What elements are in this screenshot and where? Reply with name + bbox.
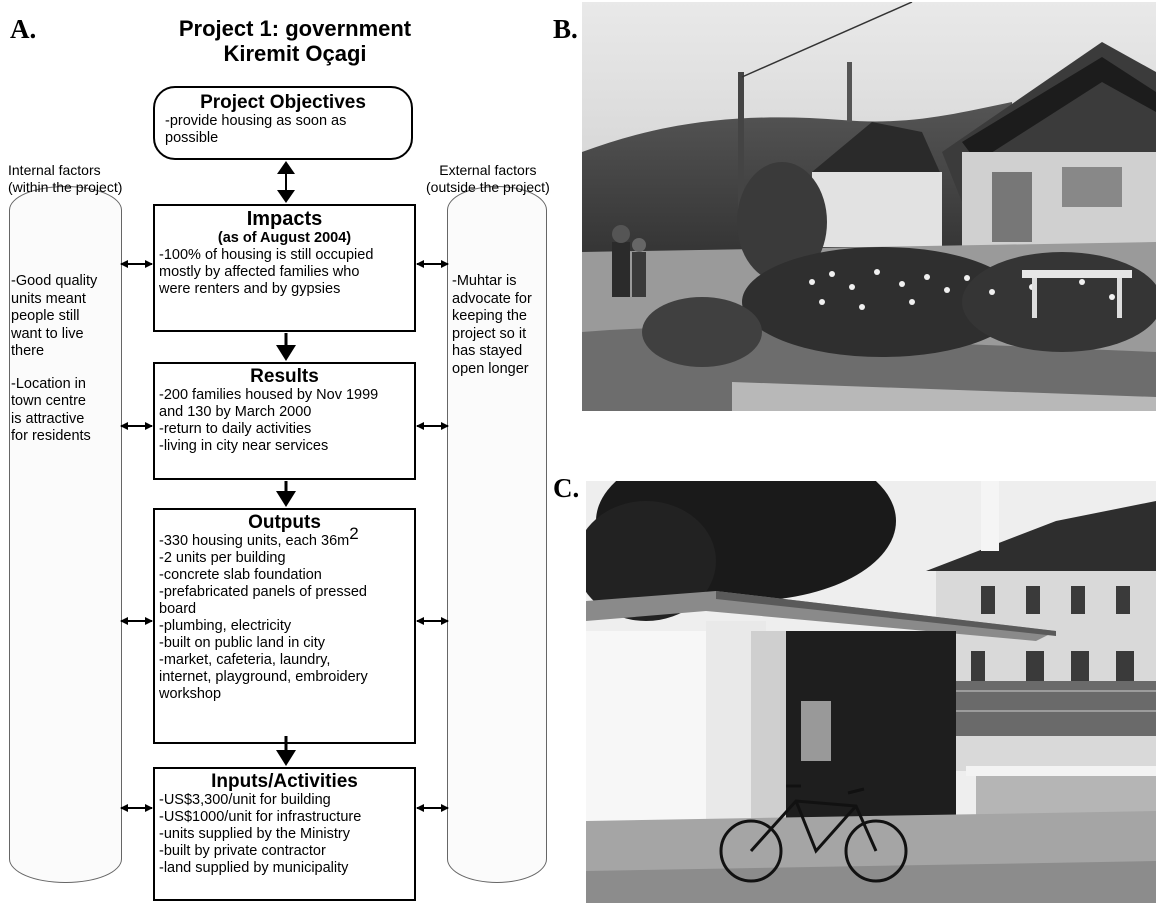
down-arrow-impacts-results xyxy=(276,333,296,361)
text-line: -100% of housing is still occupied xyxy=(159,247,374,263)
project-objectives-box: Project Objectives -provide housing as s… xyxy=(153,86,413,160)
text-line: and 130 by March 2000 xyxy=(159,404,312,420)
text-line: -330 housing units, each 36m2 xyxy=(159,525,410,550)
text-line: keeping the xyxy=(452,308,527,324)
text-line: -built by private contractor xyxy=(159,843,326,859)
text-line: -Good quality xyxy=(11,273,98,289)
text-line: units meant xyxy=(11,290,86,307)
objectives-heading: Project Objectives xyxy=(200,92,366,113)
panel-label-c: C. xyxy=(553,473,580,503)
impacts-heading: Impacts xyxy=(246,208,323,230)
inputs-activities-box: Inputs/Activities -US$3,300/unit for bui… xyxy=(153,767,416,901)
text-line: town centre xyxy=(11,393,86,409)
internal-factors-text: -Good quality units meant people still w… xyxy=(11,273,97,461)
text-line: possible xyxy=(165,130,219,146)
text-line: project so it xyxy=(452,325,527,342)
down-arrow-outputs-inputs xyxy=(276,736,296,766)
text-line: advocate for xyxy=(452,290,532,307)
superscript-2: 2 xyxy=(349,524,359,544)
text-line: is attractive xyxy=(11,410,85,427)
text-line: open longer xyxy=(452,360,529,377)
internal-factors-cylinder xyxy=(9,186,122,883)
internal-heading-line: Internal factors xyxy=(8,162,101,178)
text-line: people still xyxy=(11,308,80,324)
text-line: -market, cafeteria, laundry, xyxy=(159,652,331,668)
external-factors-text: -Muhtar is advocate for keeping the proj… xyxy=(452,273,532,393)
impacts-box: Impacts (as of August 2004) -100% of hou… xyxy=(153,204,416,332)
text-line: mostly by affected families who xyxy=(159,264,360,280)
photo-b-housing-garden xyxy=(582,2,1156,411)
text-line: -Location in xyxy=(11,375,86,392)
photo-c-kiosk-bicycle xyxy=(586,481,1156,903)
text-line: -land supplied by municipality xyxy=(159,860,349,876)
text-line: were renters and by gypsies xyxy=(159,281,341,297)
external-heading-line: (outside the project) xyxy=(426,179,550,195)
impacts-subheading: (as of August 2004) xyxy=(217,230,352,246)
external-factor-1: -Muhtar is advocate for keeping the proj… xyxy=(452,273,532,378)
results-box: Results -200 families housed by Nov 1999… xyxy=(153,362,416,480)
text-line: board xyxy=(159,601,197,617)
text-line: workshop xyxy=(159,686,222,702)
text-line: for residents xyxy=(11,428,91,444)
inputs-heading: Inputs/Activities xyxy=(211,771,358,792)
external-factors-heading: External factors (outside the project) xyxy=(426,162,550,196)
text-line: there xyxy=(11,343,45,359)
text-line: -provide housing as soon as xyxy=(165,113,347,129)
photo-c-illustration xyxy=(586,481,1156,903)
text-line: -units supplied by the Ministry xyxy=(159,826,350,842)
outputs-box: Outputs -330 housing units, each 36m2 -2… xyxy=(153,508,416,744)
photo-b-illustration xyxy=(582,2,1156,411)
external-heading-line: External factors xyxy=(439,162,537,178)
title-line-2: Kiremit Oçagi xyxy=(223,41,367,66)
objectives-impacts-arrow xyxy=(277,161,295,203)
text-line: -living in city near services xyxy=(159,438,329,454)
text-line: -US$1000/unit for infrastructure xyxy=(159,809,362,825)
text-line: -concrete slab foundation xyxy=(159,567,322,583)
internal-factor-1: -Good quality units meant people still w… xyxy=(11,273,97,361)
down-arrow-results-outputs xyxy=(276,481,296,507)
text-line: -US$3,300/unit for building xyxy=(159,792,331,808)
connector-arrows xyxy=(120,161,449,812)
results-heading: Results xyxy=(250,366,319,387)
text-line: -built on public land in city xyxy=(159,635,326,651)
panel-label-b: B. xyxy=(553,14,578,44)
text-line: -2 units per building xyxy=(159,550,286,566)
title-line-1: Project 1: government xyxy=(178,16,412,41)
external-factors-cylinder xyxy=(447,186,547,883)
text-line: -return to daily activities xyxy=(159,421,312,437)
outputs-first-line: -330 housing units, each 36m xyxy=(159,533,350,549)
text-line: -prefabricated panels of pressed xyxy=(159,584,367,600)
text-line: -plumbing, electricity xyxy=(159,618,292,634)
text-line: want to live xyxy=(11,325,84,342)
text-line: -200 families housed by Nov 1999 xyxy=(159,387,379,403)
text-line: has stayed xyxy=(452,343,523,359)
panel-label-a: A. xyxy=(10,14,37,44)
outputs-heading: Outputs xyxy=(248,512,321,533)
text-line: -Muhtar is xyxy=(452,273,517,289)
internal-heading-line: (within the project) xyxy=(8,179,123,195)
text-line: internet, playground, embroidery xyxy=(159,669,368,685)
internal-factor-2: -Location in town centre is attractive f… xyxy=(11,376,97,446)
internal-factors-heading: Internal factors (within the project) xyxy=(8,162,122,196)
diagram-title: Project 1: government Kiremit Oçagi xyxy=(140,16,450,66)
